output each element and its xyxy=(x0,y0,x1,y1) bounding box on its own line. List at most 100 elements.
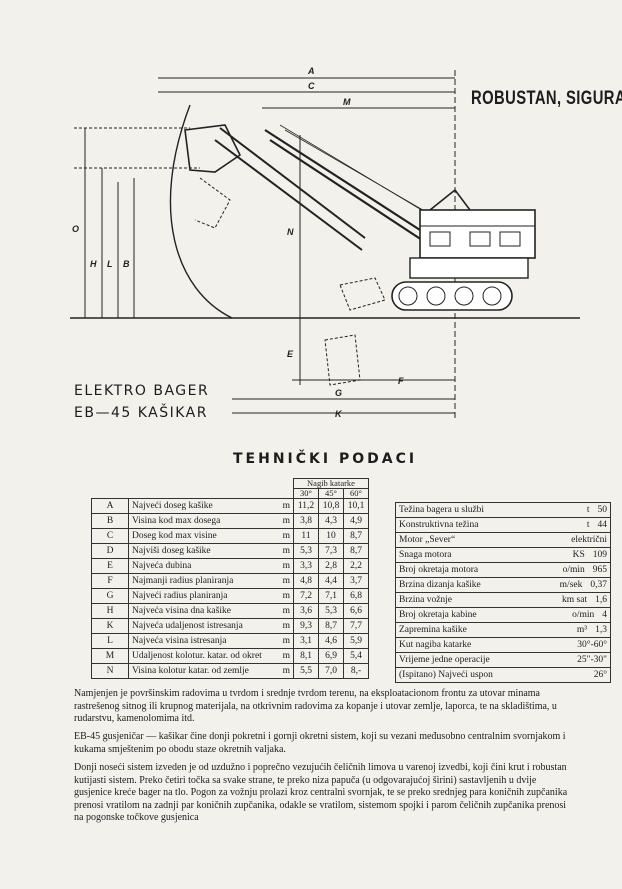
machine-cab xyxy=(419,209,536,259)
spec-code: F xyxy=(91,573,129,589)
spec-unit: m xyxy=(273,558,294,574)
data-label: Broj okretaja kabine xyxy=(395,607,510,623)
dim-label-a: A xyxy=(307,66,315,76)
boom xyxy=(264,129,421,231)
spec-unit: m xyxy=(273,633,294,649)
dim-label-e: E xyxy=(287,349,294,359)
data-value: 50 xyxy=(597,505,608,515)
data-value: 109 xyxy=(592,550,607,560)
section-title: TEHNIČKI PODACI xyxy=(233,451,418,467)
spec-description: Udaljenost kolotur. katar. od okret xyxy=(128,648,273,664)
spec-unit: m xyxy=(273,663,294,679)
spec-value-30: 3,1 xyxy=(293,633,319,649)
spec-value-45: 7,0 xyxy=(318,663,344,679)
data-value: 30°-60° xyxy=(577,640,607,650)
data-value: 1,3 xyxy=(595,625,607,635)
dim-label-c: C xyxy=(308,81,315,91)
paragraph-structure: EB-45 gusjeničar — kašikar čine donji po… xyxy=(74,731,566,755)
spec-value-30: 7,2 xyxy=(293,588,319,604)
spec-code: A xyxy=(91,498,129,514)
spec-code: H xyxy=(91,603,129,619)
spec-value-45: 6,9 xyxy=(318,648,344,664)
dim-label-n: N xyxy=(287,227,294,237)
angle-header: Nagib katarke xyxy=(293,478,369,489)
data-value: 44 xyxy=(597,520,608,530)
spec-value-45: 4,6 xyxy=(318,633,344,649)
spec-description: Visina kolotur katar. od zemlje xyxy=(128,663,273,679)
spec-code: N xyxy=(91,663,129,679)
model-line-1: ELEKTRO BAGER xyxy=(74,383,210,399)
data-row: Vrijeme jedne operacije 25"-30" xyxy=(395,652,611,668)
data-label: Zapremina kašike xyxy=(395,622,510,638)
crawler-track xyxy=(391,281,513,311)
spec-unit: m xyxy=(273,498,294,514)
spec-value-60: 2,2 xyxy=(343,558,369,574)
spec-value-60: 10,1 xyxy=(343,498,369,514)
spec-value-30: 5,3 xyxy=(293,543,319,559)
reach-arc xyxy=(169,104,233,319)
spec-description: Najveća udaljenost istresanja xyxy=(128,618,273,634)
spec-description: Najveća dubina xyxy=(128,558,273,574)
spec-description: Najveća visina dna kašike xyxy=(128,603,273,619)
spec-code: B xyxy=(91,513,129,529)
dim-label-o: O xyxy=(72,224,79,234)
spec-unit: m xyxy=(273,573,294,589)
headline: ROBUSTAN, SIGURA xyxy=(471,88,622,109)
dipper-stick xyxy=(219,127,366,239)
spec-value-45: 2,8 xyxy=(318,558,344,574)
spec-angle-row: 30° 45° 60° xyxy=(92,488,369,499)
paragraph-intro: Namjenjen je površinskim radovima u tvrd… xyxy=(74,688,557,725)
dim-label-m: M xyxy=(343,97,351,107)
dim-label-h: H xyxy=(90,259,97,269)
angle-45: 45° xyxy=(318,488,344,499)
spec-value-60: 6,8 xyxy=(343,588,369,604)
spec-unit: m xyxy=(273,528,294,544)
data-label: Broj okretaja motora xyxy=(395,562,510,578)
dim-label-l: L xyxy=(107,259,113,269)
data-unit: km sat xyxy=(562,595,588,605)
data-value: 0,37 xyxy=(590,580,607,590)
data-label: Kut nagiba katarke xyxy=(395,637,510,653)
spec-value-45: 7,3 xyxy=(318,543,344,559)
data-label: Brzina dizanja kašike xyxy=(395,577,510,593)
data-value: 25"-30" xyxy=(577,655,607,665)
data-value-cell: 25"-30" xyxy=(510,652,611,668)
data-label: Konstruktivna težina xyxy=(395,517,510,533)
spec-value-45: 5,3 xyxy=(318,603,344,619)
data-label: Snaga motora xyxy=(395,547,510,563)
spec-unit: m xyxy=(273,513,294,529)
model-line-2: EB—45 KAŠIKAR xyxy=(74,405,208,421)
dim-label-f: F xyxy=(398,376,404,386)
spec-value-45: 10 xyxy=(318,528,344,544)
spec-value-60: 5,9 xyxy=(343,633,369,649)
data-value-cell: t 50 xyxy=(510,502,611,518)
data-value: 4 xyxy=(602,610,607,620)
data-label: Vrijeme jedne operacije xyxy=(395,652,510,668)
bucket-top xyxy=(184,124,242,173)
data-value-cell: 30°-60° xyxy=(510,637,611,653)
spec-value-45: 4,3 xyxy=(318,513,344,529)
spec-value-30: 8,1 xyxy=(293,648,319,664)
spec-value-30: 11 xyxy=(293,528,319,544)
spec-description: Najviši doseg kašike xyxy=(128,543,273,559)
data-unit: t xyxy=(586,505,590,515)
spec-code: L xyxy=(91,633,129,649)
